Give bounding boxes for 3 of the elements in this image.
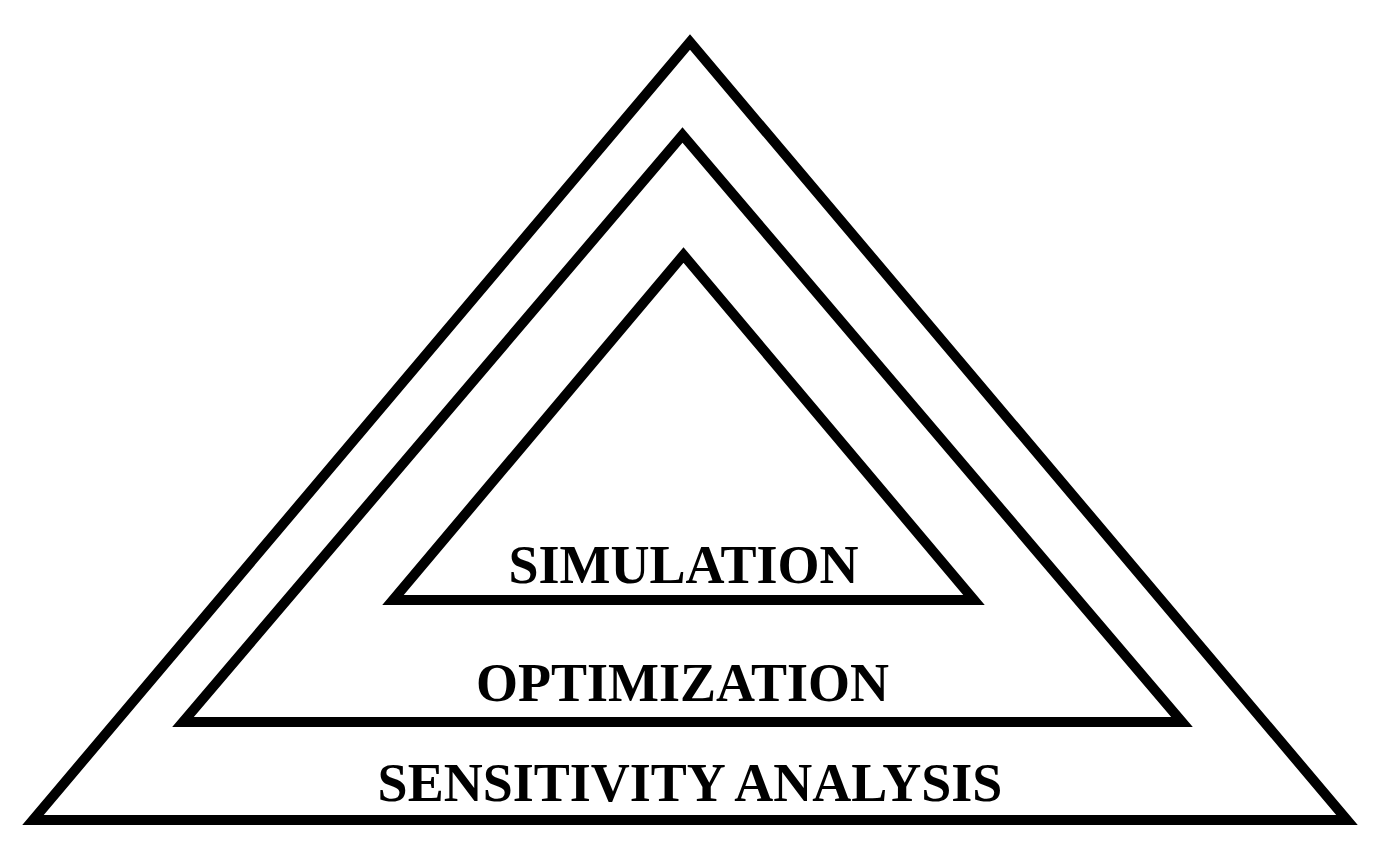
- layer-label: SENSITIVITY ANALYSIS: [377, 755, 1003, 811]
- layer-label: SIMULATION: [508, 537, 859, 593]
- layer-label: OPTIMIZATION: [475, 655, 889, 711]
